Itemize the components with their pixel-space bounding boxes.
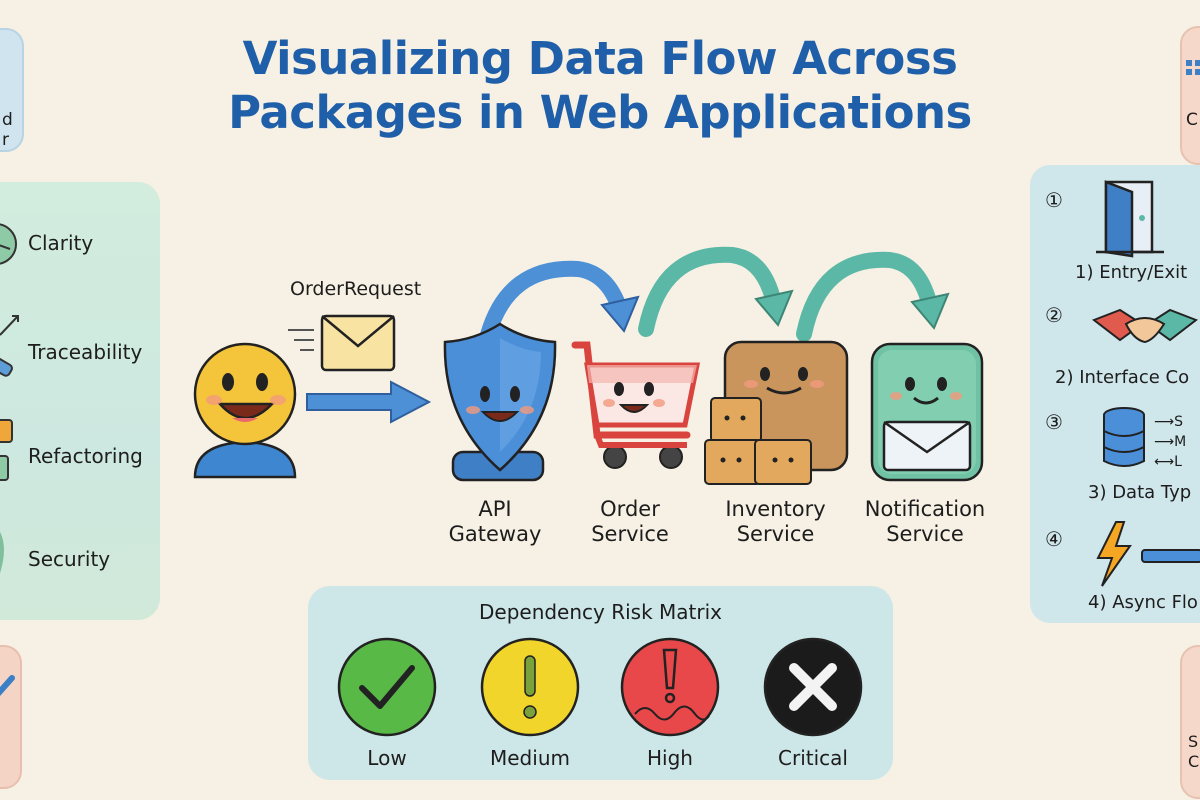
risk-label-medium: Medium [490, 746, 570, 770]
benefit-label-traceability: Traceability [28, 340, 143, 364]
left-corner-card-bottom [0, 645, 22, 789]
service-label-order: Order Service [565, 497, 695, 547]
step-number-3: ③ [1045, 410, 1063, 434]
data-type-note-3: ⟷L [1154, 454, 1182, 470]
risk-label-low: Low [367, 746, 407, 770]
compass-icon [0, 223, 17, 265]
right-corner-bottom-text-1: S [1188, 732, 1199, 751]
step-number-2: ② [1045, 303, 1063, 327]
shield-icon [443, 322, 557, 482]
step-number-1: ① [1045, 188, 1063, 212]
benefit-item-security: Security [0, 525, 160, 595]
exclamation-icon [480, 637, 580, 737]
step-label-2: 2) Interface Co [1055, 367, 1190, 388]
data-type-note-2: ⟶M [1154, 434, 1187, 450]
risk-label-critical: Critical [778, 746, 848, 770]
right-corner-bottom-text-2: C [1188, 752, 1200, 771]
benefit-label-refactoring: Refactoring [28, 444, 143, 468]
service-label-notification-text: Notification Service [864, 497, 986, 546]
step-label-1: 1) Entry/Exit [1075, 262, 1188, 283]
left-corner-text-2: r [2, 130, 9, 150]
left-corner-card-top [0, 28, 24, 152]
service-label-notification: Notification Service [850, 497, 1000, 547]
wrench-icon [0, 419, 13, 481]
lock-icon [0, 532, 4, 574]
step-number-4: ④ [1045, 527, 1063, 551]
service-label-api-gateway: API Gateway [425, 497, 565, 547]
page-title: Visualizing Data Flow Across Packages in… [228, 32, 972, 139]
cart-icon [571, 341, 701, 469]
message-envelope-icon [288, 314, 396, 372]
notification-envelope-icon [870, 342, 984, 482]
pencil-icon [0, 675, 15, 697]
benefit-item-clarity: Clarity [0, 215, 160, 275]
step-label-4: 4) Async Flo [1088, 592, 1198, 613]
flow-arrow-order-to-inventory [638, 246, 794, 337]
data-type-notes: ⟶S ⟶M ⟷L [1154, 412, 1186, 472]
right-corner-card-bottom [1180, 645, 1200, 799]
service-label-inventory: Inventory Service [708, 497, 843, 547]
right-corner-text: C [1186, 110, 1198, 130]
alert-icon [620, 637, 720, 737]
benefit-label-security: Security [28, 547, 111, 571]
grid-icon [1186, 60, 1200, 75]
flow-arrow-gateway-to-order [480, 260, 640, 343]
risk-label-high: High [647, 746, 693, 770]
benefit-label-clarity: Clarity [28, 231, 94, 255]
benefit-item-refactoring: Refactoring [0, 419, 160, 490]
step-label-3: 3) Data Typ [1088, 482, 1192, 503]
service-label-api-gateway-text: API Gateway [448, 497, 542, 546]
door-icon [1096, 180, 1164, 258]
handshake-icon [1091, 308, 1199, 344]
trace-arrow-icon [0, 315, 19, 377]
message-label: OrderRequest [290, 278, 422, 300]
service-label-inventory-text: Inventory Service [725, 497, 826, 546]
x-icon [763, 637, 863, 737]
request-arrow [306, 380, 432, 424]
service-label-order-text: Order Service [591, 497, 669, 546]
left-corner-text-1: d [2, 110, 13, 130]
check-icon [337, 637, 437, 737]
flow-arrow-inventory-to-notification [796, 251, 950, 342]
risk-matrix-title: Dependency Risk Matrix [478, 600, 723, 624]
lightning-icon [1096, 521, 1200, 587]
boxes-icon [704, 340, 849, 485]
user-avatar-icon [193, 342, 297, 479]
data-type-note-1: ⟶S [1154, 414, 1183, 430]
database-icon [1103, 407, 1145, 467]
right-corner-card-top [1180, 26, 1200, 165]
benefits-panel [0, 182, 160, 620]
benefit-item-traceability: Traceability [0, 310, 160, 380]
